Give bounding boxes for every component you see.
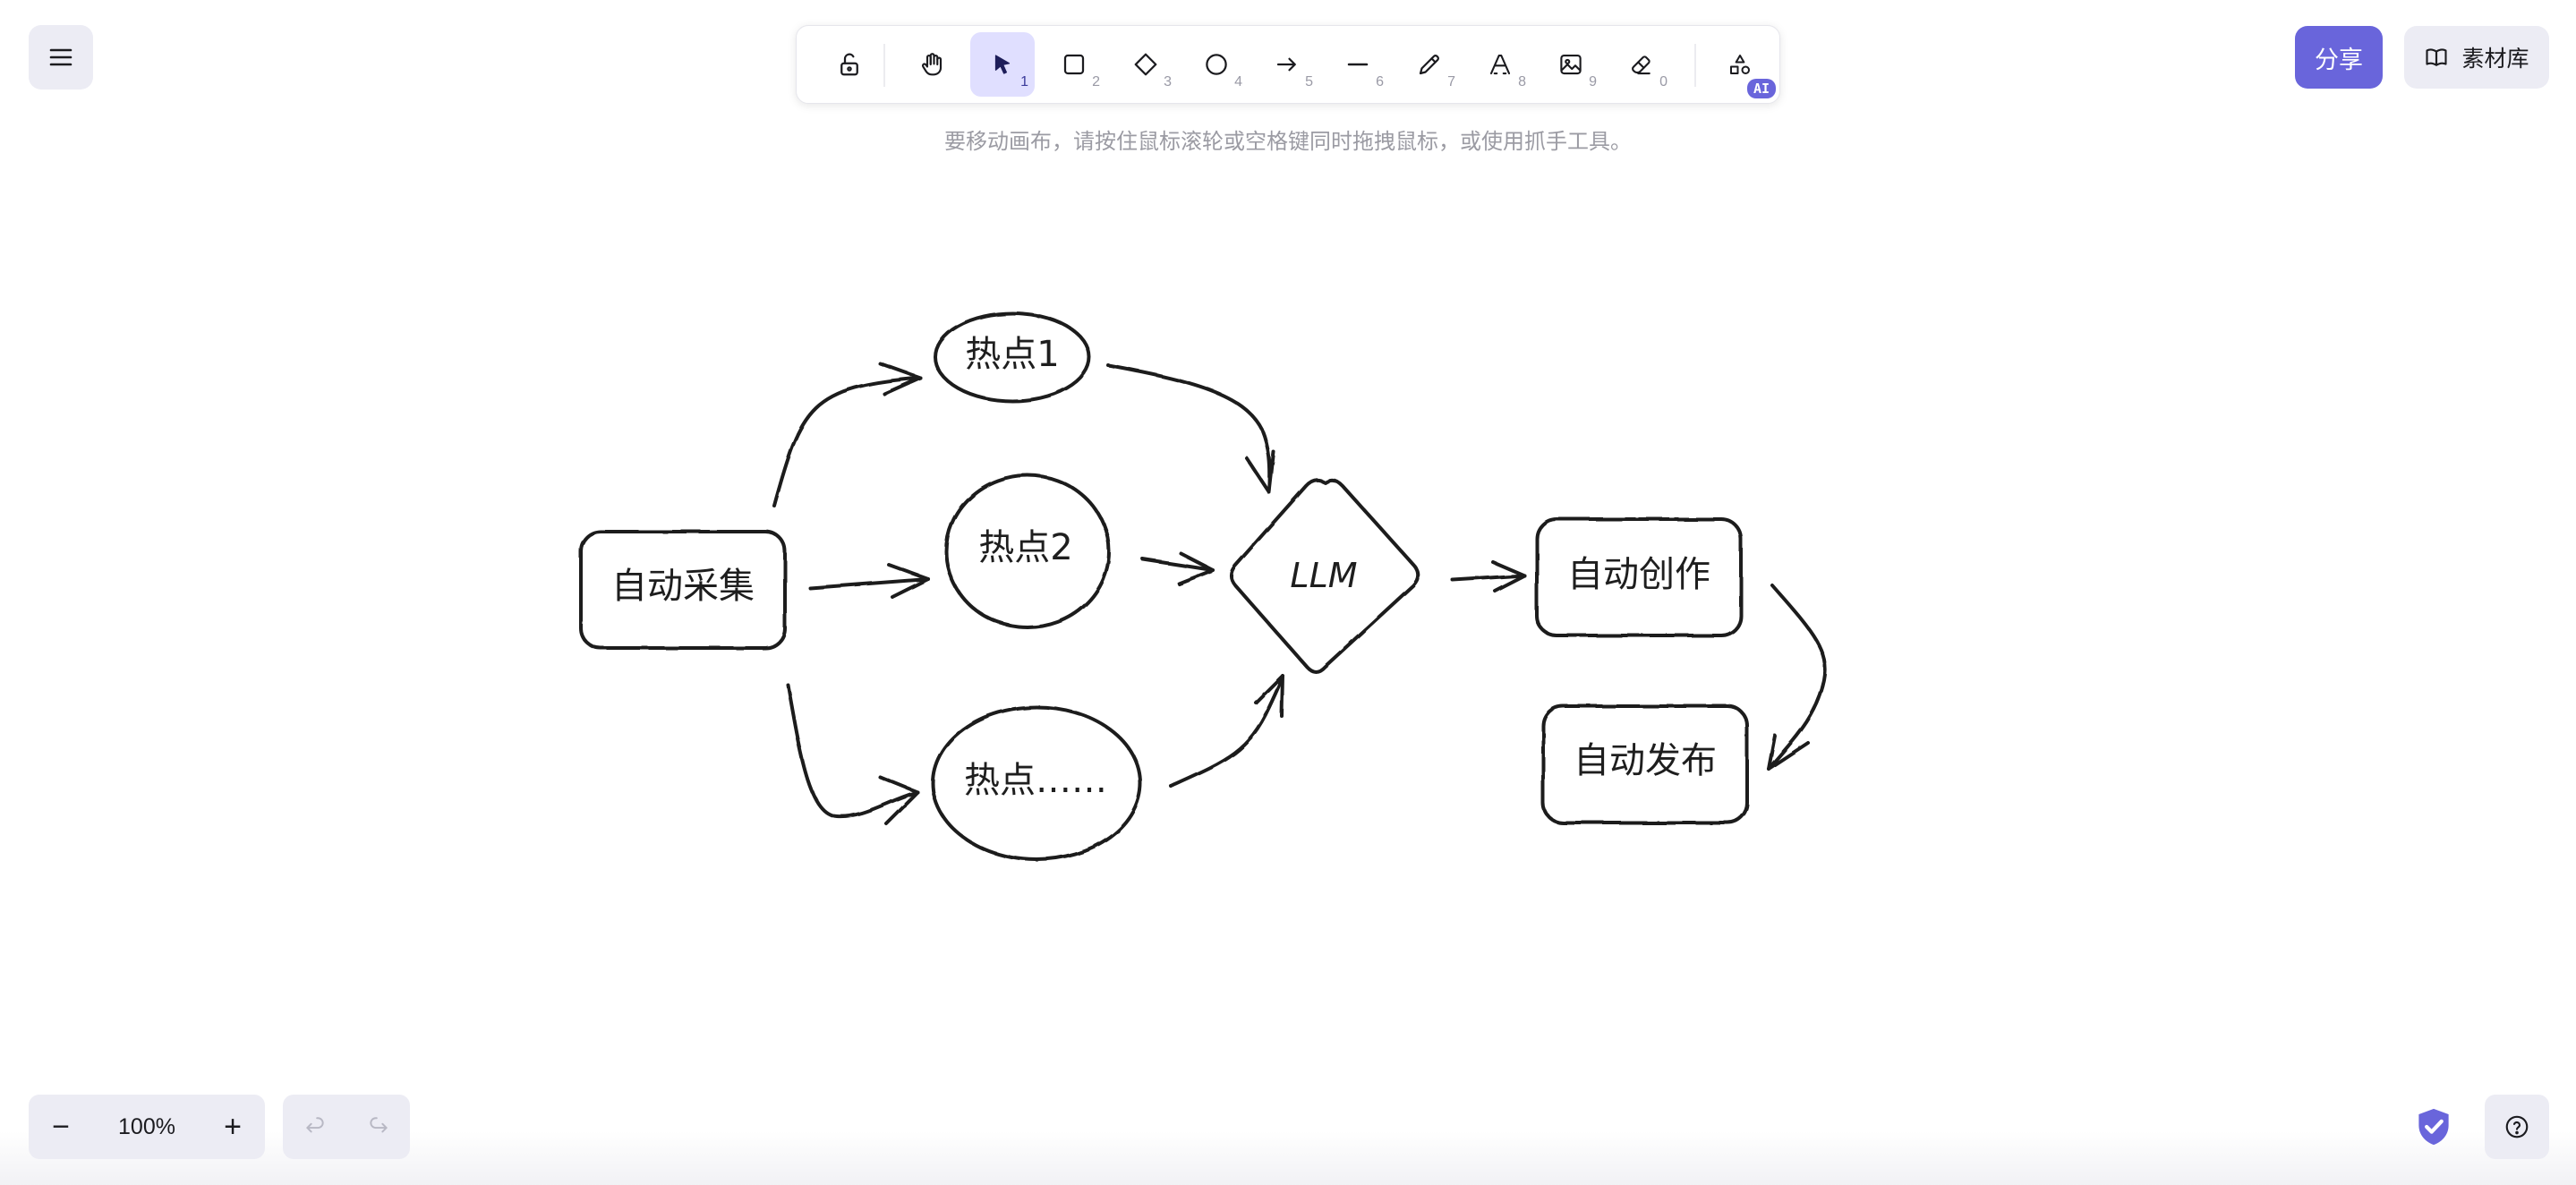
node-collect-label: 自动采集 <box>611 566 755 607</box>
draw-tool-button[interactable]: 7 <box>1397 32 1462 97</box>
eraser-icon <box>1632 55 1651 75</box>
pointer-icon <box>994 55 1011 74</box>
ai-badge: AI <box>1746 79 1776 98</box>
undo-icon <box>305 1117 324 1133</box>
shortcut-key: 4 <box>1234 74 1242 90</box>
toolbar-divider <box>883 44 885 87</box>
hand-icon <box>921 53 943 76</box>
rectangle-tool-button[interactable]: 2 <box>1042 32 1106 97</box>
diamond-tool-button[interactable]: 3 <box>1113 32 1178 97</box>
history-controls <box>283 1095 410 1159</box>
arrow-collect-to-hot2[interactable] <box>808 563 930 599</box>
lock-tool-button[interactable] <box>817 32 882 97</box>
zoom-reset-button[interactable]: 100% <box>118 1114 175 1139</box>
node-hot1-label: 热点1 <box>965 334 1059 375</box>
arrow-hot3-to-llm[interactable] <box>1169 674 1284 788</box>
pencil-icon <box>1419 55 1439 75</box>
text-icon <box>1489 54 1511 75</box>
eraser-tool-button[interactable]: 0 <box>1609 32 1674 97</box>
lock-icon <box>840 53 858 76</box>
ellipse-icon <box>1206 54 1227 75</box>
undo-button[interactable] <box>283 1095 346 1159</box>
share-label: 分享 <box>2315 46 2363 73</box>
more-shapes-button[interactable]: AI <box>1708 32 1776 98</box>
arrow-llm-to-create[interactable] <box>1451 560 1526 592</box>
main-menu-button[interactable] <box>29 25 93 90</box>
line-tool-button[interactable]: 6 <box>1326 32 1390 97</box>
selection-tool-button[interactable]: 1 <box>970 32 1035 97</box>
share-button[interactable]: 分享 <box>2295 26 2383 89</box>
node-llm-shape[interactable] <box>1229 478 1420 674</box>
shortcut-key: 6 <box>1376 74 1384 90</box>
zoom-controls: − 100% + <box>29 1095 265 1159</box>
zoom-out-button[interactable]: − <box>52 1109 70 1144</box>
node-publish-shape[interactable] <box>1541 704 1749 824</box>
line-icon <box>1347 63 1369 66</box>
shortcut-key: 7 <box>1447 74 1455 90</box>
arrow-tool-button[interactable]: 5 <box>1255 32 1319 97</box>
image-icon <box>1560 54 1582 75</box>
shield-check-icon[interactable] <box>2415 1106 2452 1147</box>
node-collect-shape[interactable] <box>579 530 787 650</box>
hamburger-icon <box>49 48 73 66</box>
tool-bar: 1 2 3 4 5 6 7 8 9 0 AI <box>796 25 1780 104</box>
help-button[interactable] <box>2485 1095 2549 1159</box>
library-label: 素材库 <box>2461 47 2529 72</box>
text-tool-button[interactable]: 8 <box>1468 32 1532 97</box>
image-tool-button[interactable]: 9 <box>1539 32 1603 97</box>
shortcut-key: 1 <box>1020 74 1028 90</box>
shortcut-key: 5 <box>1305 74 1313 90</box>
node-create-shape[interactable] <box>1535 517 1743 637</box>
shortcut-key: 8 <box>1518 74 1526 90</box>
shortcut-key: 0 <box>1659 74 1668 90</box>
arrow-create-to-publish[interactable] <box>1767 584 1828 771</box>
arrow-hot2-to-llm[interactable] <box>1141 552 1215 585</box>
node-hot1-shape[interactable] <box>934 311 1091 403</box>
node-hot2-shape[interactable] <box>944 473 1111 629</box>
node-llm-label: LLM <box>1290 556 1357 595</box>
toolbar-divider <box>1694 44 1696 87</box>
node-hot3-label: 热点…… <box>964 760 1107 801</box>
shortcut-key: 9 <box>1589 74 1597 90</box>
node-hot3-shape[interactable] <box>931 705 1142 861</box>
shortcut-key: 2 <box>1092 74 1100 90</box>
ellipse-tool-button[interactable]: 4 <box>1184 32 1249 97</box>
node-publish-label: 自动发布 <box>1574 740 1717 781</box>
node-create-label: 自动创作 <box>1567 554 1710 595</box>
redo-icon <box>369 1117 388 1133</box>
rectangle-icon <box>1063 54 1085 75</box>
arrow-hot1-to-llm[interactable] <box>1106 363 1275 494</box>
library-button[interactable]: 素材库 <box>2404 26 2549 89</box>
arrow-collect-to-hot1[interactable] <box>772 362 922 507</box>
redo-button[interactable] <box>346 1095 410 1159</box>
arrow-icon <box>1276 57 1296 72</box>
node-hot2-label: 热点2 <box>978 527 1072 568</box>
shapes-icon <box>1730 55 1750 74</box>
help-icon <box>2505 1115 2529 1138</box>
canvas-hint: 要移动画布，请按住鼠标滚轮或空格键同时拖拽鼠标，或使用抓手工具。 <box>944 130 1632 154</box>
zoom-in-button[interactable]: + <box>224 1109 242 1144</box>
book-icon <box>2426 48 2448 66</box>
arrow-collect-to-hot3[interactable] <box>786 683 919 825</box>
hand-tool-button[interactable] <box>900 32 964 97</box>
diamond-icon <box>1134 53 1157 76</box>
shortcut-key: 3 <box>1164 74 1172 90</box>
